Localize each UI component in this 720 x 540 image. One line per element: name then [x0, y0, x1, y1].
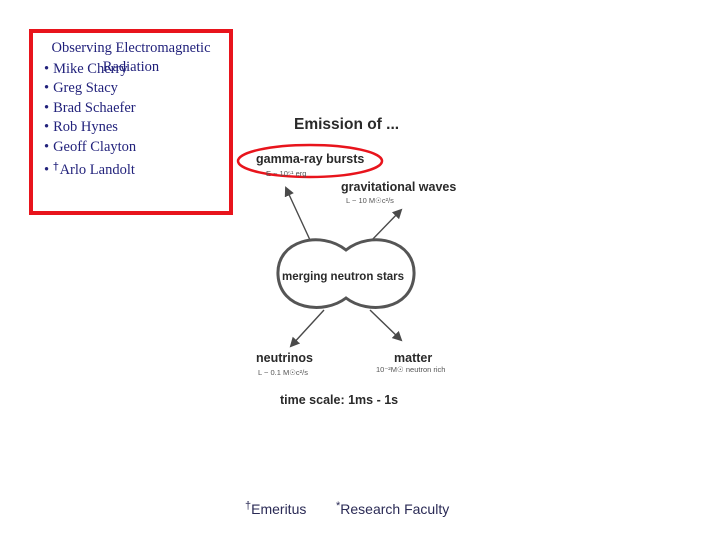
- person-name: Brad Schaefer: [53, 99, 136, 116]
- merging-stars-shape: [276, 238, 416, 309]
- neutrinos-label: neutrinos: [256, 351, 313, 365]
- gamma-ray-bursts-label: gamma-ray bursts: [256, 152, 364, 166]
- dagger-icon: †: [245, 500, 252, 512]
- highlight-box: Observing Electromagnetic Radiation: [29, 29, 233, 215]
- people-list: •Mike Cherry •Greg Stacy •Brad Schaefer …: [44, 60, 136, 180]
- footnote-research: *Research Faculty: [336, 500, 449, 517]
- matter-label: matter: [394, 351, 432, 365]
- bullet-icon: •: [44, 138, 50, 155]
- box-title: Observing Electromagnetic Radiation: [51, 40, 211, 75]
- matter-detail-label: 10⁻²M☉ neutron rich: [376, 365, 445, 374]
- research-faculty-text: Research Faculty: [340, 501, 450, 517]
- arrow-to-gamma: [284, 186, 311, 241]
- person-name: Arlo Landolt: [59, 162, 135, 179]
- neutrinos-luminosity-label: L ~ 0.1 M☉c²/s: [258, 368, 308, 377]
- emission-diagram-svg: Emission of ... gamma-ray bursts E ~ 10⁵…: [236, 116, 456, 407]
- person-name: Greg Stacy: [53, 80, 118, 97]
- list-item: •Greg Stacy: [44, 79, 136, 98]
- emission-diagram: Emission of ... gamma-ray bursts E ~ 10⁵…: [236, 100, 486, 415]
- emeritus-text: Emeritus: [251, 501, 307, 517]
- footnote-emeritus: †Emeritus: [245, 500, 306, 517]
- list-item: •†Arlo Landolt: [44, 157, 136, 180]
- arrow-to-gw: [369, 208, 403, 243]
- time-scale-label: time scale: 1ms - 1s: [280, 393, 398, 407]
- asterisk-icon: *: [336, 500, 341, 512]
- bullet-icon: •: [44, 119, 50, 136]
- list-item: •Mike Cherry: [44, 60, 136, 79]
- bullet-icon: •: [44, 99, 50, 116]
- dagger-icon: †: [53, 160, 59, 174]
- person-name: Geoff Clayton: [53, 138, 137, 155]
- person-name: Mike Cherry: [53, 61, 128, 77]
- bullet-icon: •: [44, 80, 50, 97]
- list-item: •Geoff Clayton: [44, 138, 136, 157]
- list-item: •Rob Hynes: [44, 118, 136, 137]
- diagram-title: Emission of ...: [294, 116, 399, 133]
- arrow-to-matter: [369, 309, 403, 342]
- merging-neutron-stars-label: merging neutron stars: [282, 271, 404, 283]
- bullet-icon: •: [44, 162, 50, 179]
- person-name: Rob Hynes: [53, 119, 118, 136]
- bullet-icon: •: [44, 61, 50, 77]
- gravitational-waves-label: gravitational waves: [341, 180, 456, 194]
- gamma-highlight-ellipse: [236, 143, 384, 179]
- gamma-energy-label: E ~ 10⁵¹ erg: [266, 169, 306, 178]
- list-item: •Brad Schaefer: [44, 99, 136, 118]
- gw-luminosity-label: L ~ 10 M☉c²/s: [346, 196, 394, 205]
- arrow-to-neutrinos: [289, 309, 325, 348]
